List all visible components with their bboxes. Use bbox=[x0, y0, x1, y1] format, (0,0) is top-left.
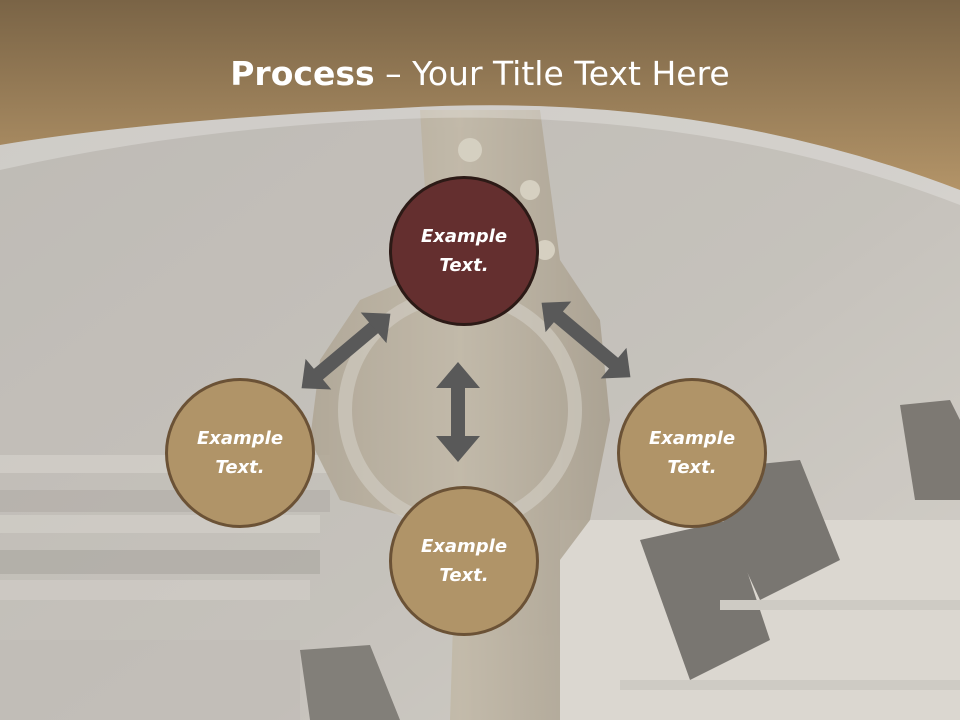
slide-title: Process – Your Title Text Here bbox=[0, 52, 960, 96]
title-rest: – Your Title Text Here bbox=[374, 54, 730, 93]
process-node-left-label: Example Text. bbox=[196, 428, 284, 478]
process-node-bottom-label: Example Text. bbox=[420, 536, 508, 586]
process-node-top[interactable]: Example Text. bbox=[389, 176, 539, 326]
process-node-right-label: Example Text. bbox=[648, 428, 736, 478]
process-node-right[interactable]: Example Text. bbox=[617, 378, 767, 528]
process-node-top-label: Example Text. bbox=[420, 226, 508, 276]
process-node-bottom[interactable]: Example Text. bbox=[389, 486, 539, 636]
piano-keys-right bbox=[300, 400, 960, 720]
process-node-left[interactable]: Example Text. bbox=[165, 378, 315, 528]
title-bold: Process bbox=[230, 54, 375, 93]
header-band bbox=[0, 0, 960, 190]
